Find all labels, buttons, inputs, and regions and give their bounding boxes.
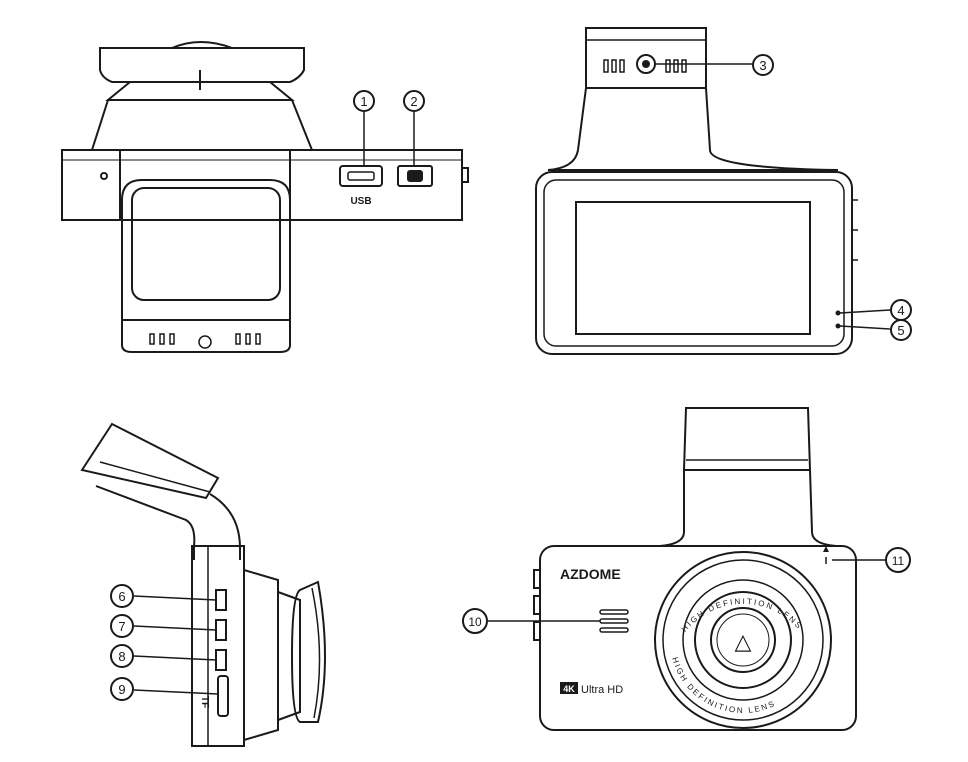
usb-port bbox=[339, 165, 383, 187]
side-button-7 bbox=[215, 619, 227, 641]
front-side-btn-1 bbox=[533, 569, 541, 589]
light-sensor bbox=[823, 546, 829, 552]
back-body bbox=[535, 171, 853, 355]
front-mount-neck bbox=[659, 469, 837, 547]
side-mount-arm bbox=[95, 485, 241, 560]
svg-text:2: 2 bbox=[410, 94, 417, 109]
mount-top bbox=[585, 27, 707, 89]
ultra-hd-label: Ultra HD bbox=[581, 684, 623, 696]
callout-4: 4 bbox=[890, 299, 912, 321]
lens-ring-2 bbox=[662, 559, 824, 721]
mount-neck bbox=[90, 99, 314, 151]
side-lens-barrel bbox=[243, 569, 279, 741]
svg-text:6: 6 bbox=[118, 589, 125, 604]
callout-10: 10 bbox=[462, 608, 488, 634]
badge-4k: 4K bbox=[563, 684, 575, 694]
callout-7: 7 bbox=[110, 614, 134, 638]
screw-center bbox=[642, 60, 650, 68]
lcd-screen bbox=[575, 201, 811, 335]
svg-text:7: 7 bbox=[118, 619, 125, 634]
lens-housing-inner bbox=[131, 187, 281, 301]
side-mount-plate bbox=[80, 422, 220, 500]
side-lens-glass bbox=[290, 580, 326, 723]
callout-5: 5 bbox=[890, 319, 912, 341]
callout-1: 1 bbox=[353, 90, 375, 112]
mount-disk-top bbox=[99, 47, 305, 83]
callout-2: 2 bbox=[403, 90, 425, 112]
callout-6: 6 bbox=[110, 584, 134, 608]
leader-7 bbox=[133, 625, 217, 631]
front-side-btn-3 bbox=[533, 621, 541, 641]
svg-text:5: 5 bbox=[897, 323, 904, 338]
lens-symbol: △ bbox=[735, 629, 752, 654]
svg-text:3: 3 bbox=[759, 58, 766, 73]
leader-4 bbox=[839, 309, 891, 314]
lens-housing-bottom bbox=[121, 319, 291, 353]
front-view: △ HIGH DEFINITION LENS HIGH DEFINITION L… bbox=[488, 407, 886, 731]
callout-8: 8 bbox=[110, 644, 134, 668]
side-mount-line bbox=[99, 461, 211, 493]
indicator-led-5 bbox=[835, 323, 841, 329]
speaker-grille bbox=[599, 609, 629, 633]
svg-text:8: 8 bbox=[118, 649, 125, 664]
side-button-6 bbox=[215, 589, 227, 611]
leader-5 bbox=[839, 325, 891, 330]
svg-text:11: 11 bbox=[892, 554, 905, 568]
side-lens-cone bbox=[277, 591, 301, 721]
badge-4k-box bbox=[560, 682, 578, 694]
side-button bbox=[461, 167, 469, 183]
lens-ring-4 bbox=[694, 591, 792, 689]
bottom-vents bbox=[149, 333, 261, 349]
lens-housing-outer bbox=[121, 179, 291, 321]
indicator-led-4 bbox=[835, 310, 841, 316]
mount-dome bbox=[171, 41, 233, 49]
callout-9: 9 bbox=[110, 677, 134, 701]
lens-glass bbox=[710, 607, 776, 673]
front-side-btn-2 bbox=[533, 595, 541, 615]
side-view: TF bbox=[80, 422, 326, 747]
leader-8 bbox=[133, 655, 217, 661]
svg-text:10: 10 bbox=[468, 615, 482, 629]
leader-9 bbox=[133, 689, 219, 695]
top-view: USB bbox=[61, 41, 469, 353]
brand-logo: AZDOME bbox=[560, 566, 621, 582]
camera-button bbox=[397, 165, 433, 187]
svg-text:4: 4 bbox=[897, 303, 904, 318]
lens-outer-ring bbox=[654, 551, 832, 729]
lens-glass-inner bbox=[716, 613, 770, 667]
lens-ring-3 bbox=[682, 579, 804, 701]
tf-label: TF bbox=[199, 696, 210, 708]
callout-3: 3 bbox=[752, 54, 774, 76]
side-body bbox=[191, 545, 245, 747]
svg-text:1: 1 bbox=[360, 94, 367, 109]
body-bar bbox=[61, 149, 463, 221]
side-lens-curve bbox=[311, 587, 321, 719]
side-button-8 bbox=[215, 649, 227, 671]
side-dot bbox=[100, 172, 108, 180]
svg-text:9: 9 bbox=[118, 682, 125, 697]
back-view bbox=[535, 27, 891, 355]
back-vents bbox=[603, 59, 687, 73]
callout-11: 11 bbox=[885, 547, 911, 573]
mount-neck-back bbox=[547, 87, 839, 171]
leader-6 bbox=[133, 595, 217, 601]
callout-markers: 1 2 3 4 5 6 7 8 bbox=[110, 54, 912, 701]
back-body-inner bbox=[543, 179, 845, 347]
tf-card-slot bbox=[217, 675, 229, 717]
usb-label: USB bbox=[350, 196, 371, 207]
